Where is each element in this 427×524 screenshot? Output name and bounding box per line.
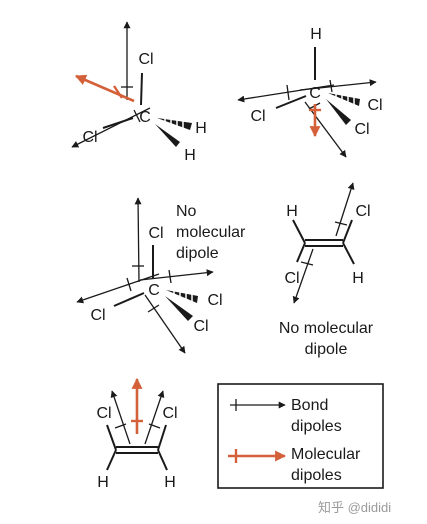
trans-dichloroethene-molecule: H Cl Cl H No molecular dipole [279,182,374,358]
bond-dipole-arrow [76,273,160,304]
bond-dipole-tail-cross [114,423,127,429]
atom-cl: Cl [284,270,299,287]
no-dipole-caption-line: dipole [176,245,219,262]
bond-dipole-arrow [299,79,377,91]
atom-h: H [352,270,364,287]
c-h-bond [106,449,117,471]
atom-h: H [184,147,196,164]
hash-marks [335,90,355,109]
bond-dipole-tail-cross [168,269,172,284]
bond-dipole-tail-cross [148,423,161,429]
atom-cl: Cl [162,405,177,422]
c-cl-bond [140,72,143,106]
c-h-wedge-bond [155,124,180,147]
legend-molecular-dipoles-label: dipoles [291,467,342,484]
ccl4-molecule: C Cl Cl Cl Cl No molecular dipole [76,197,246,354]
c-cl-wedge-bond [326,99,351,125]
bond-dipole-arrow [144,294,186,354]
legend-frame [217,383,384,489]
c-cl-bond [296,242,306,263]
bond-dipole-tail-cross [133,109,141,123]
atom-cl: Cl [367,97,382,114]
legend-bond-dipoles-label: Bond [291,397,328,414]
c-h-hashed-bond [157,118,192,130]
bond-dipole-arrow [292,248,314,304]
atom-cl: Cl [138,51,153,68]
atom-h: H [286,203,298,220]
legend-bond-dipoles-label: dipoles [291,418,342,435]
c-h-bond [157,449,168,471]
hash-marks [164,115,184,132]
bond-dipole-tail-cross [126,277,132,292]
no-dipole-caption-line: No [176,203,197,220]
atom-h: H [310,26,322,43]
bond-dipole-arrow [139,269,214,281]
molecular-dipole-tail-cross [113,85,123,99]
bond-dipole-arrow [71,107,151,148]
atom-c: C [148,282,160,299]
legend-molecular-dipoles-label: Molecular [291,446,361,463]
atom-c: C [309,85,321,102]
molecular-dipole-arrow [74,74,135,103]
ch2cl2-molecule: C Cl Cl H H [71,21,207,164]
atom-h: H [164,474,176,491]
c-h-bond [292,219,306,244]
atom-h: H [195,120,207,137]
c-h-bond [342,242,355,265]
atom-cl: Cl [250,108,265,125]
c-cl-hashed-bond [328,93,360,106]
atom-cl: Cl [355,203,370,220]
bond-dipole-arrow [335,182,355,237]
cis-dichloroethene-molecule: Cl Cl H H [96,377,178,491]
c-cl-bond [102,117,134,129]
no-dipole-caption-line: molecular [176,224,246,241]
bond-dipole-arrow [134,197,142,283]
bond-dipole-tail-cross [300,261,314,266]
atom-c: C [139,109,151,126]
bond-dipole-tail-cross [286,84,290,101]
atom-h: H [97,474,109,491]
atom-cl: Cl [207,292,222,309]
chcl3-molecule: H C Cl Cl Cl [237,26,383,158]
bond-dipole-tail-cross [329,79,333,93]
c-cl-bond [106,424,117,451]
c-cl-bond [113,292,145,307]
c-cl-bond [157,424,167,451]
watermark: 知乎 @dididi [318,500,391,515]
atom-cl: Cl [148,225,163,242]
legend: Bond dipoles Molecular dipoles [217,383,384,489]
no-dipole-caption-line: No molecular [279,320,374,337]
c-cl-wedge-bond [165,296,193,321]
hash-marks [173,287,193,306]
bond-dipole-tail-cross [147,304,160,313]
c-cl-bond [275,95,307,109]
atom-cl: Cl [354,121,369,138]
atom-cl: Cl [82,129,97,146]
bond-dipole-tail-cross [334,221,348,226]
bond-dipole-arrow [110,390,131,445]
no-dipole-caption-line: dipole [305,341,348,358]
atom-cl: Cl [193,318,208,335]
atom-cl: Cl [90,307,105,324]
atom-cl: Cl [96,405,111,422]
bond-dipole-arrow [144,390,165,445]
c-cl-bond [342,219,353,244]
